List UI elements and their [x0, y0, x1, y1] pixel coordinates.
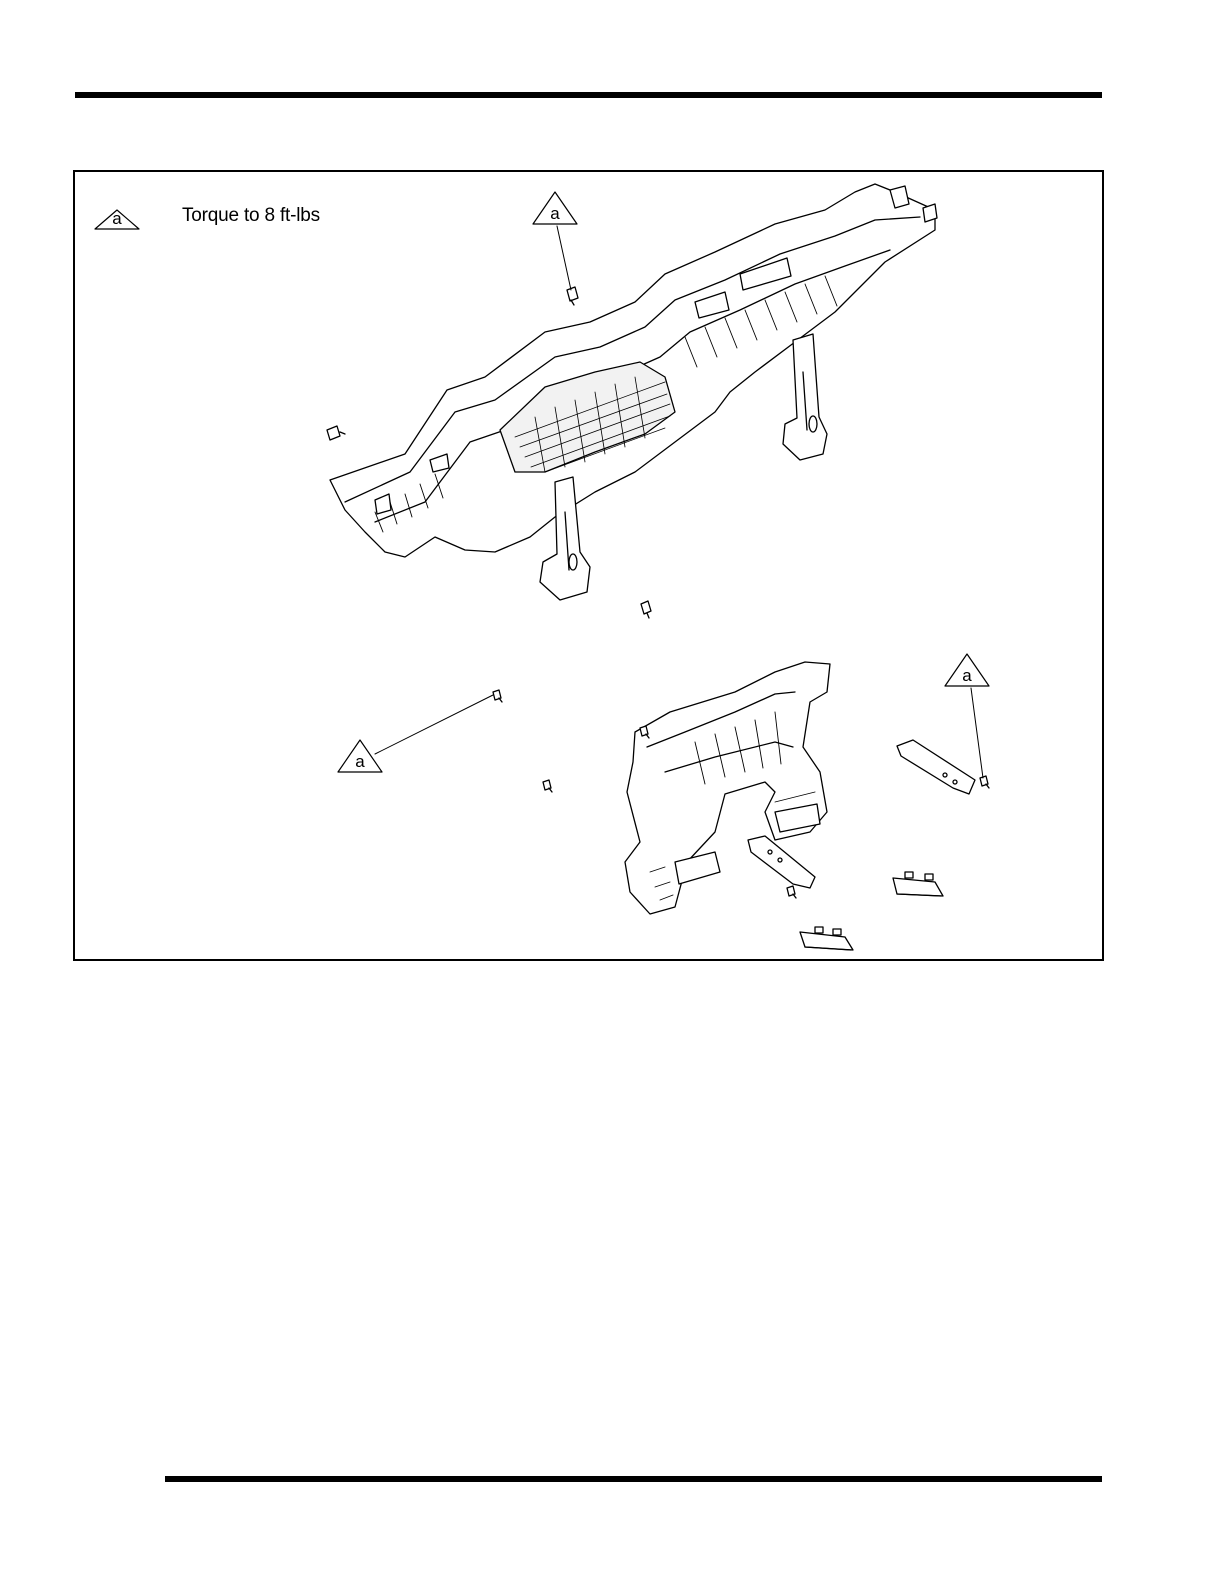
mount-bracket-right-part	[897, 740, 975, 794]
footer-rule	[165, 1476, 1102, 1482]
callout-letter-right: a	[957, 666, 977, 686]
bolt-upper-center-icon	[567, 287, 578, 305]
exploded-view-figure: a Torque to 8 ft-lbs a a a	[73, 170, 1104, 961]
bolt-lower-bottom-icon	[787, 886, 796, 898]
bolt-lower-mid-icon	[543, 780, 552, 792]
leader-line-left	[375, 695, 493, 754]
bolt-upper-left-icon	[327, 426, 345, 440]
callout-letter-top: a	[545, 204, 565, 224]
rail-clip-right-part	[893, 872, 943, 896]
bolt-lower-left-icon	[493, 690, 502, 702]
legend-symbol: a	[107, 209, 127, 229]
callout-letter-left: a	[350, 752, 370, 772]
bolt-lower-right-icon	[980, 776, 989, 788]
leader-line-right	[971, 688, 983, 778]
exploded-view-drawing	[75, 172, 1102, 959]
rear-panel-part	[330, 184, 937, 600]
mount-bracket-lower-part	[748, 836, 815, 888]
leader-line-top	[557, 226, 571, 290]
header-rule	[75, 92, 1102, 98]
bolt-upper-bottom-icon	[641, 601, 651, 618]
rail-clip-bottom-part	[800, 927, 853, 950]
legend-text: Torque to 8 ft-lbs	[182, 205, 320, 227]
